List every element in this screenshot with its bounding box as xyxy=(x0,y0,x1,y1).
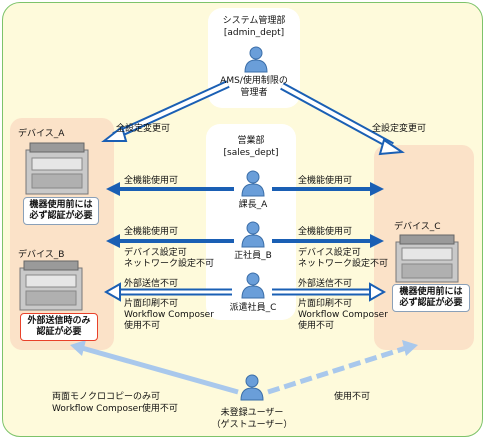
temp-name: 派遣社員_C xyxy=(229,303,277,313)
device-a-note-line1: 機器使用前には xyxy=(29,200,93,210)
employee-right-label-3: ネットワーク設定不可 xyxy=(298,259,389,269)
admin-person-icon xyxy=(244,46,268,73)
admin-to-a-label: 全設定変更可 xyxy=(116,124,171,134)
temp-right-label-4: 使用不可 xyxy=(298,321,335,331)
guest-to-device-b-arrow xyxy=(70,340,239,395)
admin-role-line1: AMS/使用制限の xyxy=(220,76,288,86)
temp-left-label-1: 外部送信不可 xyxy=(124,279,179,289)
temp-person-icon xyxy=(241,272,265,299)
guest-to-device-c-arrow xyxy=(267,340,418,395)
guest-right-label: 使用不可 xyxy=(334,392,371,402)
device-c-note-line2: 必ず認証が必要 xyxy=(399,298,463,308)
temp-right-label-1: 外部送信不可 xyxy=(298,279,353,289)
device-c-name: デバイス_C xyxy=(394,222,441,232)
employee-right-label-1: 全機能使用可 xyxy=(298,227,353,237)
employee-right-arrow xyxy=(272,234,384,248)
admin-to-device-a-arrow xyxy=(101,80,230,142)
temp-right-label-2: 片面印刷不可 xyxy=(298,299,353,309)
admin-dept-id: [admin_dept] xyxy=(223,28,285,38)
device-b-auth-note: 外部送信時のみ 認証が必要 xyxy=(20,313,98,341)
temp-left-label-2: 片面印刷不可 xyxy=(124,299,179,309)
temp-left-arrow xyxy=(103,282,232,302)
admin-to-device-c-arrow xyxy=(280,82,405,156)
manager-person-icon xyxy=(241,170,265,197)
device-a-auth-note: 機器使用前には 必ず認証が必要 xyxy=(23,197,99,225)
guest-name-line1: 未登録ユーザー xyxy=(220,408,284,418)
employee-left-arrow xyxy=(106,234,234,248)
device-b-note-line2: 認証が必要 xyxy=(36,327,82,337)
temp-left-label-3: Workflow Composer xyxy=(124,310,214,320)
device-b-printer-icon xyxy=(19,260,83,311)
guest-left-label-2: Workflow Composer使用不可 xyxy=(52,404,178,414)
sales-dept-name: 営業部 xyxy=(237,136,265,146)
guest-person-icon xyxy=(240,374,264,401)
temp-right-arrow xyxy=(272,282,387,302)
admin-role-line2: 管理者 xyxy=(240,88,268,98)
sales-dept-id: [sales_dept] xyxy=(223,148,279,158)
manager-right-label: 全機能使用可 xyxy=(298,176,353,186)
employee-left-label-2: デバイス設定可 xyxy=(124,248,187,258)
device-b-name: デバイス_B xyxy=(18,250,65,260)
manager-name: 課長_A xyxy=(238,200,268,210)
temp-left-label-4: 使用不可 xyxy=(124,321,161,331)
admin-to-c-label: 全設定変更可 xyxy=(372,124,427,134)
manager-left-label: 全機能使用可 xyxy=(124,176,179,186)
employee-name: 正社員_B xyxy=(234,251,272,261)
device-a-note-line2: 必ず認証が必要 xyxy=(29,211,93,221)
employee-right-label-2: デバイス設定可 xyxy=(298,248,361,258)
employee-left-label-3: ネットワーク設定不可 xyxy=(124,259,215,269)
admin-dept-name: システム管理部 xyxy=(222,16,286,26)
guest-name-line2: （ゲストユーザー） xyxy=(211,420,293,430)
manager-right-arrow xyxy=(272,182,384,196)
device-c-auth-note: 機器使用前には 必ず認証が必要 xyxy=(392,284,470,312)
employee-person-icon xyxy=(241,221,265,248)
guest-left-label-1: 両面モノクロコピーのみ可 xyxy=(52,392,161,402)
device-a-name: デバイス_A xyxy=(18,129,65,139)
manager-left-arrow xyxy=(106,182,234,196)
device-b-note-line1: 外部送信時のみ xyxy=(27,316,91,326)
device-c-note-line1: 機器使用前には xyxy=(399,287,463,297)
device-a-printer-icon xyxy=(25,142,89,195)
employee-left-label-1: 全機能使用可 xyxy=(124,227,179,237)
device-c-printer-icon xyxy=(395,234,459,283)
temp-right-label-3: Workflow Composer xyxy=(298,310,388,320)
